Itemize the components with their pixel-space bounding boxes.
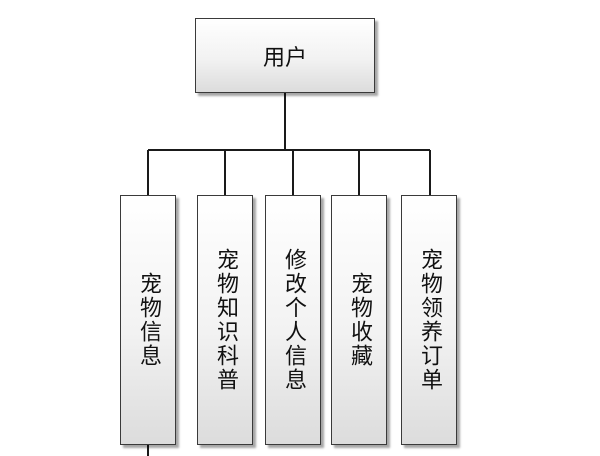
child-node-pet-knowledge: 宠物知识科普 (197, 195, 253, 445)
root-node-user: 用户 (195, 18, 375, 93)
child-node-pet-favorites: 宠物收藏 (331, 195, 387, 445)
root-node-label: 用户 (262, 45, 307, 71)
child-node-label: 宠物收藏 (347, 272, 372, 368)
child-node-label: 宠物信息 (136, 272, 161, 368)
child-node-pet-info: 宠物信息 (120, 195, 176, 445)
child-node-label: 宠物领养订单 (417, 248, 442, 392)
child-node-label: 宠物知识科普 (213, 248, 238, 392)
child-node-label: 修改个人信息 (281, 248, 306, 392)
child-node-adoption-orders: 宠物领养订单 (401, 195, 457, 445)
child-node-edit-profile: 修改个人信息 (265, 195, 321, 445)
